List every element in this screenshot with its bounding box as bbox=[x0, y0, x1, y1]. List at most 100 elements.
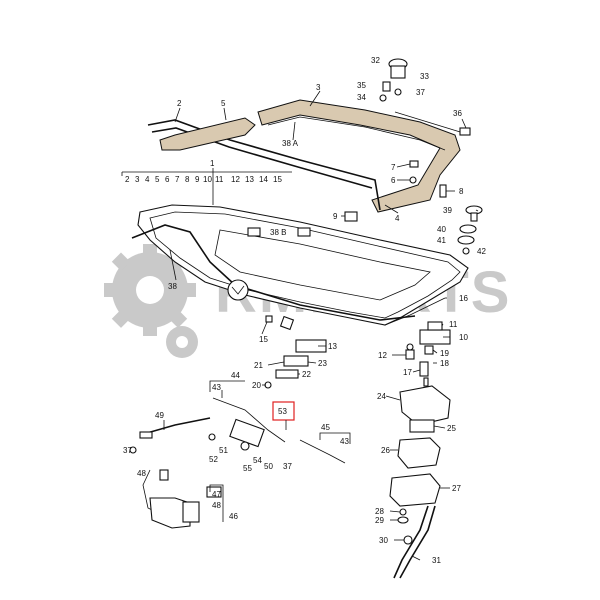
callout-50: 50 bbox=[264, 462, 273, 471]
rear-lid-outline bbox=[137, 204, 469, 326]
callout-21: 21 bbox=[254, 361, 263, 370]
lid-window-recess bbox=[214, 229, 431, 301]
index-14: 14 bbox=[259, 175, 268, 184]
callout-38b: 38 B bbox=[270, 228, 286, 237]
callout-42: 42 bbox=[477, 247, 486, 256]
callout-52: 52 bbox=[209, 455, 218, 464]
small-clips bbox=[409, 160, 447, 198]
crest-badge bbox=[227, 279, 249, 301]
callout-45: 45 bbox=[321, 423, 330, 432]
callout-11: 11 bbox=[449, 320, 458, 329]
lid-seal bbox=[131, 224, 416, 321]
index-10: 10 bbox=[203, 175, 212, 184]
index-8: 8 bbox=[185, 175, 190, 184]
bowden-cable bbox=[384, 297, 446, 326]
callout-27: 27 bbox=[452, 484, 461, 493]
callout-32: 32 bbox=[371, 56, 380, 65]
callout-9: 9 bbox=[333, 212, 338, 221]
support-rod bbox=[247, 227, 311, 237]
hinge-parts bbox=[264, 315, 327, 389]
seal-strip-top bbox=[257, 99, 461, 213]
callout-54: 54 bbox=[253, 456, 262, 465]
callout-20: 20 bbox=[252, 381, 261, 390]
callout-7: 7 bbox=[391, 163, 396, 172]
index-5: 5 bbox=[155, 175, 160, 184]
callout-25: 25 bbox=[447, 424, 456, 433]
callout-26: 26 bbox=[381, 446, 390, 455]
latch-assembly bbox=[405, 321, 451, 360]
index-4: 4 bbox=[145, 175, 150, 184]
callout-16: 16 bbox=[459, 294, 468, 303]
callout-31: 31 bbox=[432, 556, 441, 565]
bump-stop bbox=[344, 211, 358, 222]
callout-48-left: 48 bbox=[137, 469, 146, 478]
release-mechanism bbox=[129, 397, 346, 529]
callout-44: 44 bbox=[231, 371, 240, 380]
release-cable bbox=[394, 111, 471, 136]
callout-15: 15 bbox=[259, 335, 268, 344]
index-2: 2 bbox=[125, 175, 130, 184]
callout-18: 18 bbox=[440, 359, 449, 368]
index-6: 6 bbox=[165, 175, 170, 184]
callout-43-left: 43 bbox=[212, 383, 221, 392]
buffer-stack bbox=[457, 205, 483, 255]
callout-1: 1 bbox=[210, 159, 215, 168]
callout-53: 53 bbox=[278, 407, 287, 416]
callout-30: 30 bbox=[379, 536, 388, 545]
callout-43-right: 43 bbox=[340, 437, 349, 446]
callout-5: 5 bbox=[221, 99, 226, 108]
callout-39: 39 bbox=[443, 206, 452, 215]
callout-3: 3 bbox=[316, 83, 321, 92]
callout-24: 24 bbox=[377, 392, 386, 401]
drain-hose bbox=[393, 505, 436, 579]
striker-pins bbox=[419, 345, 434, 387]
callout-55: 55 bbox=[243, 464, 252, 473]
callout-49: 49 bbox=[155, 411, 164, 420]
callout-36: 36 bbox=[453, 109, 462, 118]
callout-22: 22 bbox=[302, 370, 311, 379]
index-3: 3 bbox=[135, 175, 140, 184]
callout-38: 38 bbox=[168, 282, 177, 291]
callout-8: 8 bbox=[459, 187, 464, 196]
sub-part-index-row: 2 3 4 5 6 7 8 9 10 11 12 13 14 15 bbox=[121, 171, 292, 184]
index-9: 9 bbox=[195, 175, 200, 184]
callout-37-bottom: 37 bbox=[283, 462, 292, 471]
callout-2: 2 bbox=[177, 99, 182, 108]
callout-38a: 38 A bbox=[282, 139, 299, 148]
foam-block-left bbox=[159, 117, 256, 151]
callout-28: 28 bbox=[375, 507, 384, 516]
callout-23: 23 bbox=[318, 359, 327, 368]
callout-17: 17 bbox=[403, 368, 412, 377]
callout-29: 29 bbox=[375, 516, 384, 525]
top-bracket bbox=[379, 58, 408, 102]
callout-4: 4 bbox=[395, 214, 400, 223]
callout-6: 6 bbox=[391, 176, 396, 185]
callout-34: 34 bbox=[357, 93, 366, 102]
callout-37-left: 37 bbox=[123, 446, 132, 455]
callout-37-top: 37 bbox=[416, 88, 425, 97]
leader-lines bbox=[163, 90, 479, 561]
index-11: 11 bbox=[215, 175, 224, 184]
callout-13: 13 bbox=[328, 342, 337, 351]
callout-41: 41 bbox=[437, 236, 446, 245]
callout-10: 10 bbox=[459, 333, 468, 342]
callout-40: 40 bbox=[437, 225, 446, 234]
index-13: 13 bbox=[245, 175, 254, 184]
callout-33: 33 bbox=[420, 72, 429, 81]
group-brackets bbox=[209, 380, 351, 522]
index-15: 15 bbox=[273, 175, 282, 184]
seal-strip-left bbox=[147, 119, 381, 211]
callout-48-right: 48 bbox=[212, 501, 221, 510]
callout-46: 46 bbox=[229, 512, 238, 521]
callout-19: 19 bbox=[440, 349, 449, 358]
callout-12: 12 bbox=[378, 351, 387, 360]
index-12: 12 bbox=[231, 175, 240, 184]
callout-35: 35 bbox=[357, 81, 366, 90]
highlight-box-53 bbox=[272, 401, 295, 421]
callout-51: 51 bbox=[219, 446, 228, 455]
callout-labels: 1 2 3 4 5 6 7 8 9 10 11 12 13 15 16 17 1… bbox=[123, 56, 486, 565]
lock-block bbox=[389, 385, 451, 524]
index-7: 7 bbox=[175, 175, 180, 184]
callout-47: 47 bbox=[212, 490, 221, 499]
